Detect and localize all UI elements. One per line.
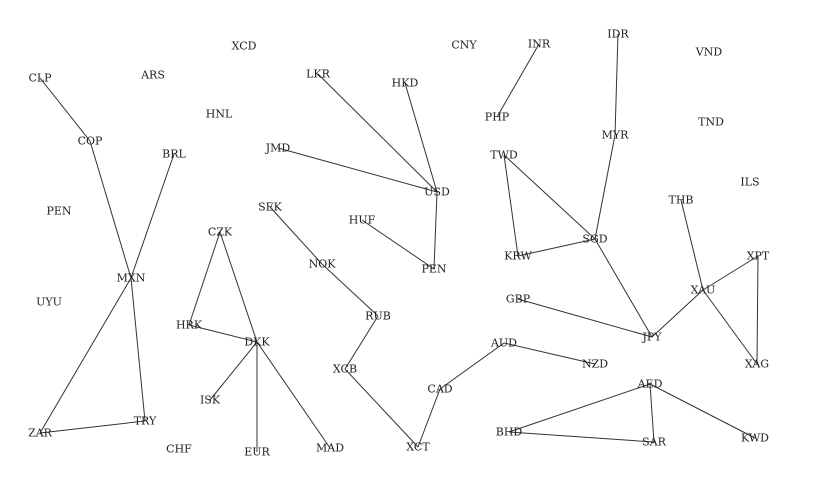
node-cny: CNY <box>451 39 477 52</box>
edge-xpt-xag <box>756 255 759 365</box>
edge-dkk-isk <box>209 341 258 401</box>
edge-rub-xcb <box>344 315 379 370</box>
edge-jmd-usd <box>277 147 438 193</box>
node-cad: CAD <box>427 383 452 396</box>
edge-cad-aud <box>439 342 505 390</box>
edge-myr-sgd <box>594 134 616 240</box>
edge-brl-mxn <box>130 153 175 279</box>
node-aud: AUD <box>490 337 517 350</box>
node-cop: COP <box>78 135 103 148</box>
edge-czk-hrk <box>188 231 221 326</box>
node-idr: IDR <box>607 28 629 41</box>
edge-bhd-sar <box>508 431 655 443</box>
node-sgd: SGD <box>582 233 607 246</box>
edge-jpy-xau <box>651 289 704 338</box>
edge-xcb-xct <box>344 368 419 448</box>
edge-cop-mxn <box>89 140 132 279</box>
edge-thb-xau <box>680 199 704 291</box>
node-ars: ARS <box>140 69 165 82</box>
node-nok: NOK <box>309 258 337 271</box>
edge-hrk-dkk <box>188 324 258 343</box>
node-kwd: KWD <box>741 432 769 445</box>
node-pen: PEN <box>46 205 71 218</box>
edge-czk-dkk <box>219 231 258 343</box>
node-huf: HUF <box>349 214 376 227</box>
node-lkr: LKR <box>306 68 331 81</box>
edge-dkk-mad <box>256 341 331 449</box>
node-mxn: MXN <box>117 272 146 285</box>
edge-aed-sar <box>649 383 655 443</box>
node-xag: XAG <box>745 358 769 371</box>
node-dkk: DKK <box>244 336 270 349</box>
edge-xct-cad <box>417 388 441 448</box>
node-brl: BRL <box>162 148 186 161</box>
node-inr: INR <box>528 38 551 51</box>
node-xct: XCT <box>406 441 430 454</box>
node-jmd: JMD <box>265 142 291 155</box>
node-gbp: GBP <box>506 293 531 306</box>
edge-krw-sgd <box>517 238 596 257</box>
node-bhd: BHD <box>496 426 523 439</box>
node-jpy: JPY <box>641 331 662 344</box>
edge-sek-nok <box>269 206 323 265</box>
edge-aud-nzd <box>503 342 596 365</box>
node-czk: CZK <box>208 226 233 239</box>
node-hnl: HNL <box>206 108 233 121</box>
node-tnd: TND <box>698 116 724 129</box>
edge-usd-pen <box>433 191 438 270</box>
node-ils: ILS <box>740 176 759 189</box>
edge-xau-xpt <box>702 255 759 291</box>
edge-twd-krw <box>503 154 519 257</box>
edge-lkr-usd <box>317 73 438 193</box>
edge-aed-kwd <box>649 383 756 439</box>
node-mad: MAD <box>316 442 344 455</box>
node-xcd: XCD <box>232 40 257 53</box>
node-rub: RUB <box>365 310 391 323</box>
node-thb: THB <box>668 194 693 207</box>
edge-nok-rub <box>321 263 379 317</box>
node-xcb: XCB <box>333 363 357 376</box>
node-xau: XAU <box>691 284 716 297</box>
edge-mxn-zar <box>39 277 132 434</box>
node-hrk: HRK <box>176 319 203 332</box>
edge-sgd-jpy <box>594 238 653 338</box>
node-usd: USD <box>424 186 450 199</box>
edge-mxn-try <box>130 277 146 422</box>
edge-gbp-jpy <box>517 298 653 338</box>
node-try: TRY <box>134 415 157 428</box>
node-krw: KRW <box>504 250 532 263</box>
node-uyu: UYU <box>36 296 62 309</box>
node-zar: ZAR <box>28 427 53 440</box>
node-nzd: NZD <box>582 358 608 371</box>
node-chf: CHF <box>166 443 192 456</box>
edge-hkd-usd <box>404 82 438 193</box>
edge-layer <box>39 33 759 452</box>
node-hkd: HKD <box>392 77 419 90</box>
edge-clp-cop <box>39 77 91 142</box>
node-isk: ISK <box>200 394 221 407</box>
edge-idr-myr <box>614 33 619 136</box>
node-aed: AED <box>637 378 663 391</box>
node-sek: SEK <box>258 201 283 214</box>
node-clp: CLP <box>28 72 52 85</box>
edge-huf-pen <box>361 219 435 270</box>
edge-twd-sgd <box>503 154 596 240</box>
node-eur: EUR <box>244 446 270 459</box>
node-vnd: VND <box>695 46 723 59</box>
node-sar: SAR <box>642 436 666 449</box>
edge-inr-php <box>496 43 540 118</box>
node-layer: CLP ARS XCD CNY INR IDR VND HNL LKR HKD PHP TND COP B… <box>28 28 770 459</box>
node-php: PHP <box>485 111 510 124</box>
node-pen: PEN <box>421 263 446 276</box>
edge-zar-try <box>39 420 146 434</box>
node-twd: TWD <box>490 149 518 162</box>
node-myr: MYR <box>602 129 630 142</box>
node-xpt: XPT <box>747 250 770 263</box>
edge-xau-xag <box>702 289 758 365</box>
edge-aed-bhd <box>508 383 651 433</box>
